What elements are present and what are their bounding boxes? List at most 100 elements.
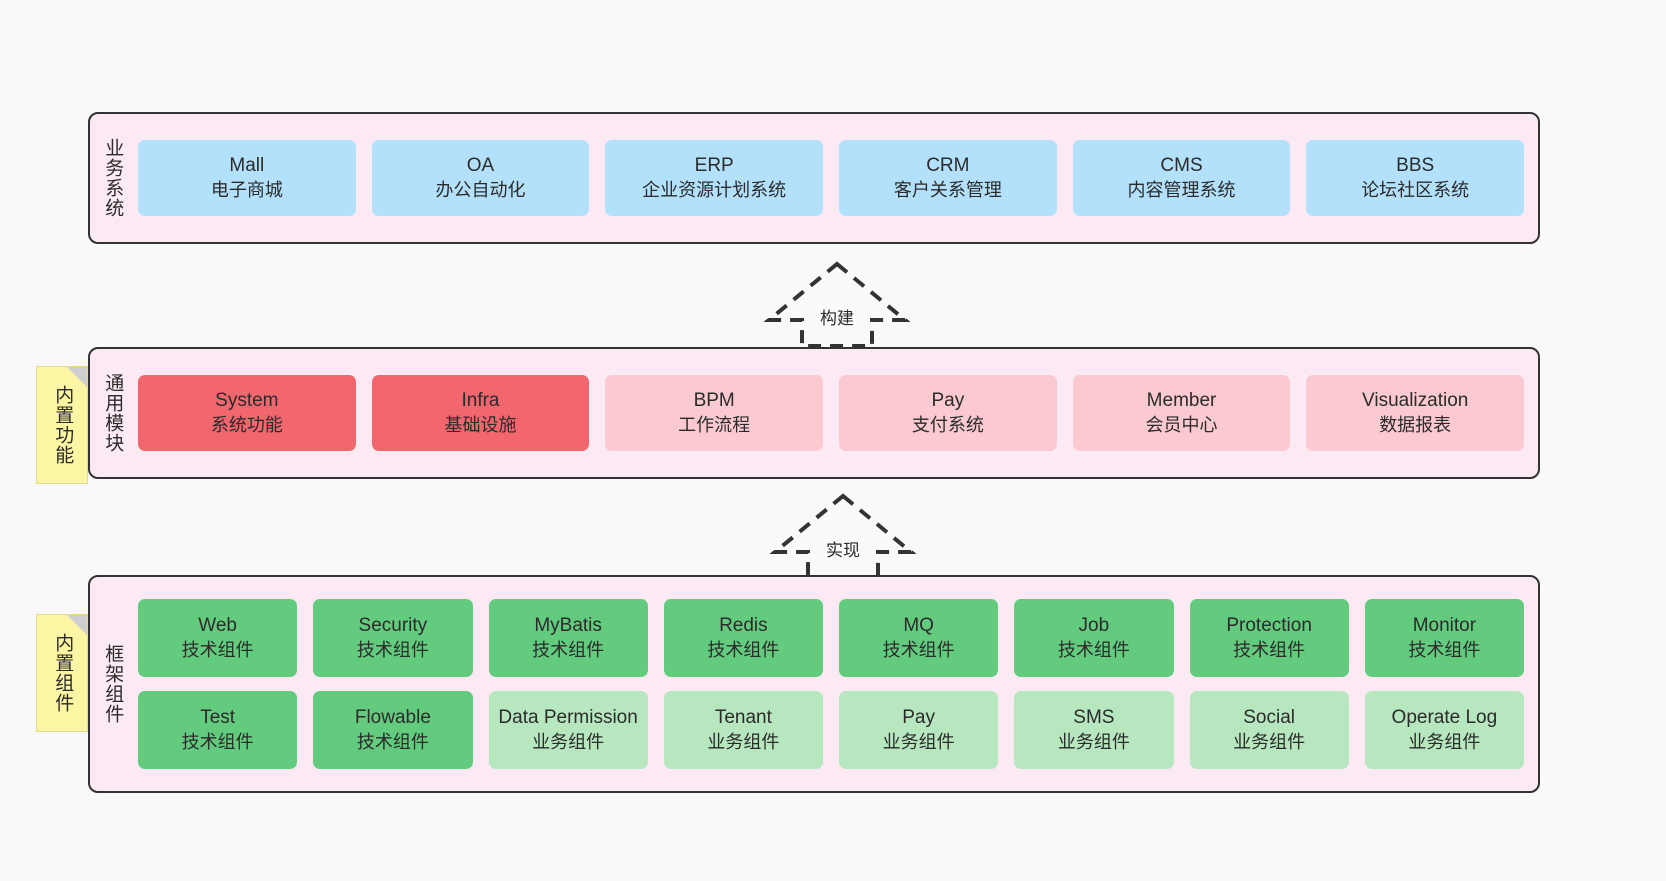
layer-title-common-module: 通用模块 xyxy=(102,373,124,453)
common-card-row: System 系统功能 Infra 基础设施 BPM 工作流程 Pay 支付系统… xyxy=(138,375,1525,451)
card-security-cn: 技术组件 xyxy=(356,639,429,660)
card-bbs-en: BBS xyxy=(1396,154,1435,176)
card-flowable-cn: 技术组件 xyxy=(356,731,429,752)
card-tenant-en: Tenant xyxy=(714,706,772,728)
card-data-permission[interactable]: Data Permission 业务组件 xyxy=(488,691,648,769)
card-tenant[interactable]: Tenant 业务组件 xyxy=(663,691,823,769)
arrow-implement: 实现 xyxy=(768,490,918,580)
card-flowable-en: Flowable xyxy=(354,706,431,728)
framework-biz-row: Test 技术组件 Flowable 技术组件 Data Permission … xyxy=(138,691,1524,769)
card-cms-en: CMS xyxy=(1160,154,1203,176)
card-bpm-en: BPM xyxy=(693,389,735,411)
card-data-permission-cn: 业务组件 xyxy=(532,731,605,752)
card-mall[interactable]: Mall 电子商城 xyxy=(138,140,356,216)
card-crm[interactable]: CRM 客户关系管理 xyxy=(839,140,1057,216)
card-flowable[interactable]: Flowable 技术组件 xyxy=(313,691,473,769)
card-bpm-cn: 工作流程 xyxy=(678,414,751,435)
card-mybatis-en: MyBatis xyxy=(534,614,602,636)
card-test-en: Test xyxy=(200,706,236,728)
layer-body-framework-component: Web 技术组件 Security 技术组件 MyBatis 技术组件 Redi… xyxy=(134,577,1538,791)
card-tenant-cn: 业务组件 xyxy=(707,731,780,752)
card-security-en: Security xyxy=(358,614,428,636)
card-monitor-cn: 技术组件 xyxy=(1408,639,1481,660)
card-mq-en: MQ xyxy=(903,614,934,636)
card-oa[interactable]: OA 办公自动化 xyxy=(371,140,590,216)
card-data-permission-en: Data Permission xyxy=(498,706,638,728)
card-cms[interactable]: CMS 内容管理系统 xyxy=(1072,140,1291,216)
note-builtin-components: 内置组件 xyxy=(36,614,88,732)
arrow-build-icon xyxy=(763,261,911,348)
card-erp-en: ERP xyxy=(694,154,734,176)
card-bbs[interactable]: BBS 论坛社区系统 xyxy=(1306,140,1525,216)
card-pay-component-cn: 业务组件 xyxy=(882,731,955,752)
card-test[interactable]: Test 技术组件 xyxy=(138,691,298,769)
card-mq-cn: 技术组件 xyxy=(882,639,955,660)
card-job[interactable]: Job 技术组件 xyxy=(1014,599,1174,677)
card-monitor[interactable]: Monitor 技术组件 xyxy=(1364,599,1524,677)
card-oa-cn: 办公自动化 xyxy=(435,179,526,200)
card-redis-en: Redis xyxy=(719,614,768,636)
layer-common-module: 通用模块 System 系统功能 Infra 基础设施 BPM 工作流程 Pay… xyxy=(88,347,1540,479)
card-bbs-cn: 论坛社区系统 xyxy=(1361,179,1470,200)
card-system[interactable]: System 系统功能 xyxy=(138,375,356,451)
card-mybatis[interactable]: MyBatis 技术组件 xyxy=(488,599,648,677)
card-sms-cn: 业务组件 xyxy=(1057,731,1130,752)
card-visualization[interactable]: Visualization 数据报表 xyxy=(1306,375,1525,451)
card-protection[interactable]: Protection 技术组件 xyxy=(1189,599,1349,677)
card-pay-module[interactable]: Pay 支付系统 xyxy=(839,375,1057,451)
card-operate-log[interactable]: Operate Log 业务组件 xyxy=(1364,691,1524,769)
card-monitor-en: Monitor xyxy=(1412,614,1477,636)
card-social-en: Social xyxy=(1243,706,1295,728)
layer-business-system: 业务系统 Mall 电子商城 OA 办公自动化 ERP 企业资源计划系统 CRM… xyxy=(88,112,1540,244)
card-member[interactable]: Member 会员中心 xyxy=(1072,375,1291,451)
card-sms[interactable]: SMS 业务组件 xyxy=(1014,691,1174,769)
arrow-build-label: 构建 xyxy=(820,309,854,328)
card-operate-log-en: Operate Log xyxy=(1391,706,1498,728)
card-pay-module-en: Pay xyxy=(931,389,965,411)
card-infra[interactable]: Infra 基础设施 xyxy=(371,375,590,451)
business-card-row: Mall 电子商城 OA 办公自动化 ERP 企业资源计划系统 CRM 客户关系… xyxy=(138,140,1525,216)
card-member-en: Member xyxy=(1146,389,1217,411)
card-mall-cn: 电子商城 xyxy=(210,179,283,200)
card-web-cn: 技术组件 xyxy=(181,639,254,660)
card-test-cn: 技术组件 xyxy=(181,731,254,752)
card-web[interactable]: Web 技术组件 xyxy=(138,599,298,677)
card-crm-en: CRM xyxy=(926,154,970,176)
card-redis[interactable]: Redis 技术组件 xyxy=(663,599,823,677)
card-mall-en: Mall xyxy=(229,154,265,176)
card-web-en: Web xyxy=(198,614,237,636)
layer-body-common-module: System 系统功能 Infra 基础设施 BPM 工作流程 Pay 支付系统… xyxy=(134,349,1538,477)
card-social[interactable]: Social 业务组件 xyxy=(1189,691,1349,769)
card-system-cn: 系统功能 xyxy=(210,414,283,435)
card-protection-en: Protection xyxy=(1226,614,1312,636)
card-infra-en: Infra xyxy=(461,389,500,411)
card-infra-cn: 基础设施 xyxy=(444,414,517,435)
arrow-implement-icon xyxy=(769,493,917,580)
framework-tech-row: Web 技术组件 Security 技术组件 MyBatis 技术组件 Redi… xyxy=(138,599,1524,677)
card-security[interactable]: Security 技术组件 xyxy=(313,599,473,677)
arrow-implement-label: 实现 xyxy=(826,541,860,560)
layer-title-framework-component: 框架组件 xyxy=(102,644,124,724)
card-pay-module-cn: 支付系统 xyxy=(911,414,984,435)
card-pay-component[interactable]: Pay 业务组件 xyxy=(839,691,999,769)
layer-framework-component: 框架组件 Web 技术组件 Security 技术组件 MyBatis 技术组件… xyxy=(88,575,1540,793)
card-visualization-en: Visualization xyxy=(1362,389,1469,411)
arrow-build: 构建 xyxy=(762,258,912,348)
card-pay-component-en: Pay xyxy=(902,706,935,728)
card-system-en: System xyxy=(215,389,279,411)
card-protection-cn: 技术组件 xyxy=(1233,639,1306,660)
card-bpm[interactable]: BPM 工作流程 xyxy=(605,375,824,451)
card-erp-cn: 企业资源计划系统 xyxy=(642,179,787,200)
card-job-en: Job xyxy=(1078,614,1110,636)
card-sms-en: SMS xyxy=(1073,706,1115,728)
card-social-cn: 业务组件 xyxy=(1233,731,1306,752)
card-mybatis-cn: 技术组件 xyxy=(532,639,605,660)
card-visualization-cn: 数据报表 xyxy=(1379,414,1452,435)
card-job-cn: 技术组件 xyxy=(1057,639,1130,660)
card-member-cn: 会员中心 xyxy=(1145,414,1218,435)
card-mq[interactable]: MQ 技术组件 xyxy=(839,599,999,677)
card-redis-cn: 技术组件 xyxy=(707,639,780,660)
card-operate-log-cn: 业务组件 xyxy=(1408,731,1481,752)
card-erp[interactable]: ERP 企业资源计划系统 xyxy=(605,140,824,216)
